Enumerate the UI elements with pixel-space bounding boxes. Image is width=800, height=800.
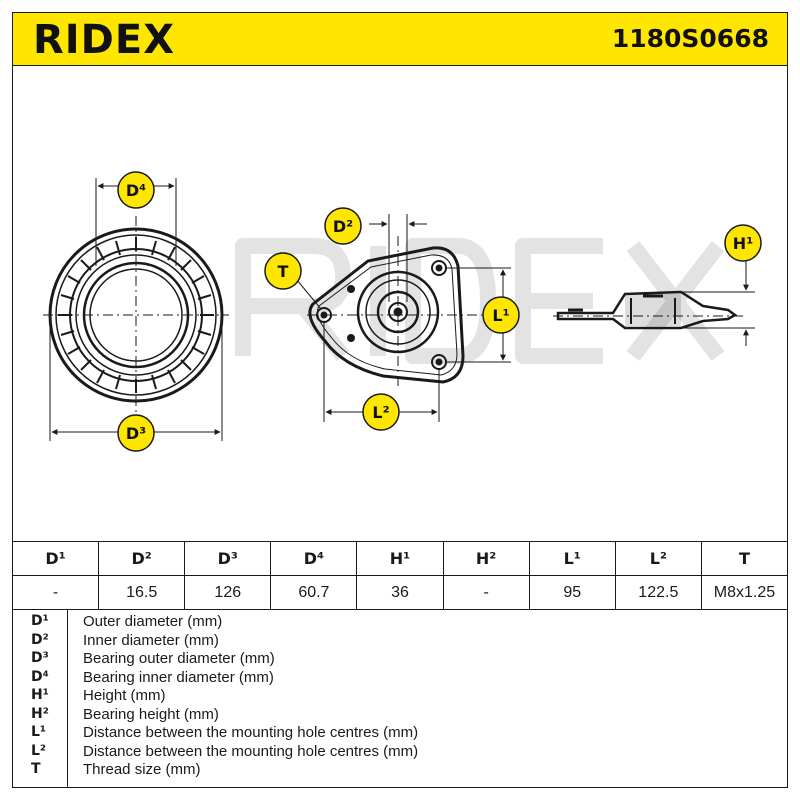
legend-item: H² Bearing height (mm) (13, 706, 787, 725)
legend-key: H² (31, 705, 49, 722)
label-d3: D³ (117, 414, 155, 452)
legend-key: L¹ (31, 724, 47, 740)
legend-description: Bearing inner diameter (mm) (83, 668, 274, 686)
part-number: 1180S0668 (611, 24, 769, 53)
header-cell: L¹ (528, 541, 616, 576)
header-cell: L² (614, 541, 702, 576)
label-l1: L¹ (482, 296, 520, 334)
header-cell: D⁴ (270, 541, 358, 576)
legend-description: Thread size (mm) (83, 761, 201, 778)
value-cell: 60.7 (270, 575, 358, 610)
value-cell: 122.5 (614, 575, 702, 610)
value-cell: 126 (184, 575, 272, 610)
brand-logo: RIDEX (33, 17, 176, 63)
legend-item: D¹ Outer diameter (mm) (13, 613, 787, 632)
legend: D¹ Outer diameter (mm) D² Inner diameter… (12, 609, 788, 788)
legend-item: D³ Bearing outer diameter (mm) (13, 650, 787, 669)
svg-text:D³: D³ (126, 424, 146, 443)
label-l2: L² (362, 393, 400, 431)
legend-key: T (31, 761, 41, 777)
legend-item: T Thread size (mm) (13, 761, 787, 780)
legend-description: Bearing outer diameter (mm) (83, 650, 275, 667)
legend-item: H¹ Height (mm) (13, 687, 787, 706)
legend-key: D² (31, 631, 49, 648)
label-d2: D² (324, 207, 362, 245)
legend-description: Distance between the mounting hole centr… (83, 742, 419, 760)
legend-description: Distance between the mounting hole centr… (83, 724, 419, 741)
technical-drawing: D⁴ D³ D² T L¹ L² H¹ (12, 66, 788, 542)
bearing-top-view (43, 178, 229, 441)
strut-mount-side-view (553, 256, 755, 346)
svg-text:D²: D² (333, 217, 353, 236)
legend-description: Outer diameter (mm) (83, 613, 223, 630)
value-cell: - (11, 575, 100, 610)
legend-key: D¹ (31, 613, 49, 629)
header-cell: T (700, 541, 789, 576)
legend-divider (67, 609, 68, 787)
svg-text:H¹: H¹ (733, 234, 753, 253)
legend-item: D² Inner diameter (mm) (13, 632, 787, 651)
svg-text:D⁴: D⁴ (126, 181, 146, 200)
svg-text:L²: L² (372, 403, 389, 422)
legend-description: Inner diameter (mm) (83, 631, 219, 649)
header-cell: D² (98, 541, 186, 576)
legend-key: D⁴ (31, 668, 49, 685)
specs-table: D¹ D² D³ D⁴ H¹ H² L¹ L² T - 16.5 126 60.… (11, 541, 789, 610)
header-cell: H² (442, 541, 530, 576)
legend-key: L² (31, 742, 47, 759)
specs-header-row: D¹ D² D³ D⁴ H¹ H² L¹ L² T (11, 541, 789, 576)
value-cell: 95 (528, 575, 616, 610)
label-h1: H¹ (724, 224, 762, 262)
header-cell: D¹ (11, 541, 100, 576)
label-d4: D⁴ (117, 171, 155, 209)
svg-text:L¹: L¹ (492, 306, 509, 325)
value-cell: M8x1.25 (700, 575, 789, 610)
legend-item: L¹ Distance between the mounting hole ce… (13, 724, 787, 743)
value-cell: - (442, 575, 530, 610)
header-cell: H¹ (356, 541, 444, 576)
legend-key: D³ (31, 650, 49, 666)
strut-mount-top-view (296, 214, 511, 422)
value-cell: 16.5 (98, 575, 186, 610)
specs-value-row: - 16.5 126 60.7 36 - 95 122.5 M8x1.25 (11, 575, 789, 610)
label-t: T (264, 252, 302, 290)
value-cell: 36 (356, 575, 444, 610)
legend-description: Bearing height (mm) (83, 705, 219, 723)
header-bar: RIDEX 1180S0668 (12, 12, 788, 66)
drawing-canvas: D⁴ D³ D² T L¹ L² H¹ (43, 171, 762, 452)
legend-item: L² Distance between the mounting hole ce… (13, 743, 787, 762)
svg-text:T: T (278, 262, 289, 281)
legend-item: D⁴ Bearing inner diameter (mm) (13, 669, 787, 688)
legend-key: H¹ (31, 687, 49, 703)
legend-description: Height (mm) (83, 687, 166, 704)
header-cell: D³ (184, 541, 272, 576)
